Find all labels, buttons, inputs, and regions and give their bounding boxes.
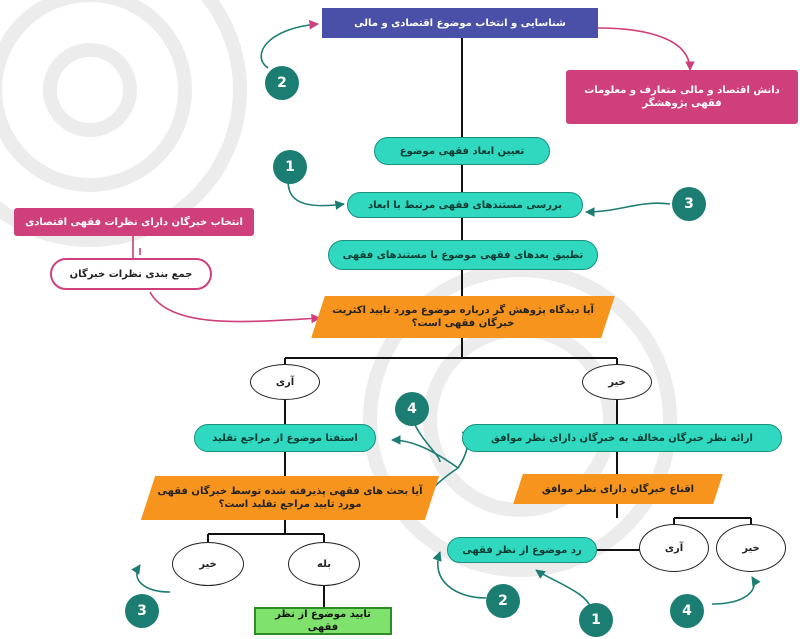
yes-left-label: آری bbox=[275, 376, 295, 388]
step-badge-2-top: 2 bbox=[265, 66, 299, 100]
no-right2-label: خیر bbox=[742, 542, 760, 554]
review-sources-node: بررسی مستندهای فقهی مرتبط با ابعاد bbox=[347, 192, 583, 218]
step-badge-2-bottom: 2 bbox=[486, 584, 520, 618]
no-left2-label: خیر bbox=[199, 558, 217, 570]
identify-topic-box: شناسایی و انتخاب موضوع اقتصادی و مالی bbox=[322, 8, 598, 38]
apply-dimensions-label: تطبیق بعدهای فقهی موضوع با مستندهای فقهی bbox=[342, 249, 584, 261]
step-badge-4-bottom: 4 bbox=[670, 594, 704, 628]
inquire-authorities-node: استفتا موضوع از مراجع تقلید bbox=[194, 424, 376, 452]
approve-topic-box: تایید موضوع از نظر فقهی bbox=[254, 607, 392, 635]
reject-topic-node: رد موضوع از نظر فقهی bbox=[447, 537, 597, 563]
yes-left2-label: بله bbox=[317, 558, 331, 570]
knowledge-box: دانش اقتصاد و مالی متعارف و معلومات فقهی… bbox=[566, 70, 798, 124]
inquire-authorities-label: استفتا موضوع از مراجع تقلید bbox=[212, 432, 358, 444]
yes-right2-node: آری bbox=[639, 524, 709, 572]
approve-topic-label: تایید موضوع از نظر فقهی bbox=[275, 609, 371, 633]
select-experts-label: انتخاب خبرگان دارای نظرات فقهی اقتصادی bbox=[25, 216, 243, 228]
step-badge-4-mid: 4 bbox=[395, 392, 429, 426]
convince-agreeing-node: اقناع خبرگان دارای نظر موافق bbox=[513, 474, 723, 504]
yes-left2-node: بله bbox=[288, 542, 360, 586]
compile-opinions-label: جمع بندی نظرات خبرگان bbox=[69, 268, 193, 280]
step-badge-1-bottom: 1 bbox=[579, 603, 613, 637]
knowledge-box-label: دانش اقتصاد و مالی متعارف و معلومات فقهی… bbox=[584, 85, 780, 109]
no-right2-node: خیر bbox=[716, 524, 786, 572]
review-sources-label: بررسی مستندهای فقهی مرتبط با ابعاد bbox=[368, 199, 562, 211]
compile-opinions-node: جمع بندی نظرات خبرگان bbox=[50, 258, 212, 290]
decision-main-node: آیا دیدگاه پژوهش گر درباره موضوع مورد تا… bbox=[311, 296, 615, 338]
select-experts-box: انتخاب خبرگان دارای نظرات فقهی اقتصادی bbox=[14, 208, 254, 236]
step-badge-3-right: 3 bbox=[672, 187, 706, 221]
step-badge-1-upper: 1 bbox=[273, 150, 307, 184]
decision-authorities-node: آیا بحث های فقهی پذیرفته شده توسط خبرگان… bbox=[140, 476, 440, 520]
no-right-label: خیر bbox=[608, 376, 626, 388]
decision-main-label: آیا دیدگاه پژوهش گر درباره موضوع مورد تا… bbox=[332, 305, 594, 329]
yes-right2-label: آری bbox=[664, 542, 684, 554]
present-opposing-label: ارائه نظر خبرگان مخالف به خبرگان دارای ن… bbox=[491, 432, 753, 444]
step-badge-3-bottom: 3 bbox=[125, 594, 159, 628]
identify-topic-label: شناسایی و انتخاب موضوع اقتصادی و مالی bbox=[354, 17, 566, 29]
decision-authorities-label: آیا بحث های فقهی پذیرفته شده توسط خبرگان… bbox=[157, 486, 423, 510]
fiqh-dimensions-node: تعیین ابعاد فقهی موضوع bbox=[374, 137, 550, 165]
no-left2-node: خیر bbox=[172, 542, 244, 586]
apply-dimensions-node: تطبیق بعدهای فقهی موضوع با مستندهای فقهی bbox=[328, 240, 598, 270]
no-right-node: خیر bbox=[582, 364, 652, 400]
present-opposing-node: ارائه نظر خبرگان مخالف به خبرگان دارای ن… bbox=[462, 424, 782, 452]
convince-agreeing-label: اقناع خبرگان دارای نظر موافق bbox=[541, 483, 695, 495]
reject-topic-label: رد موضوع از نظر فقهی bbox=[462, 544, 582, 556]
yes-left-node: آری bbox=[250, 364, 320, 400]
fiqh-dimensions-label: تعیین ابعاد فقهی موضوع bbox=[399, 145, 525, 157]
